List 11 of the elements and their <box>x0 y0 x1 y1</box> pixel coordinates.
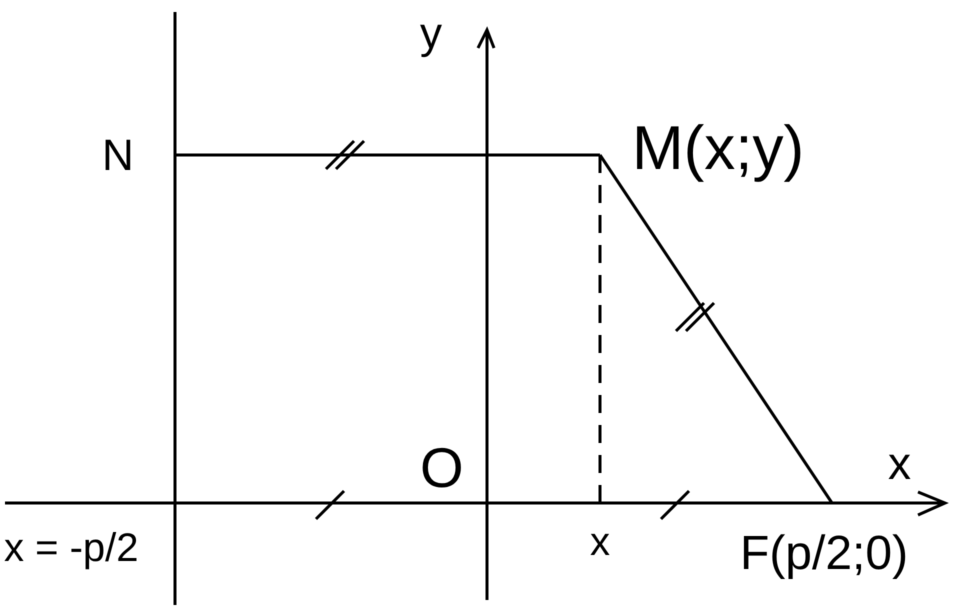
point-label: M(x;y) <box>632 118 804 180</box>
dashed-line <box>598 155 602 503</box>
line-segment <box>598 154 834 504</box>
axis-label: y <box>420 12 442 56</box>
directrix-equation: x = -p/2 <box>4 528 139 568</box>
line-segment <box>175 154 600 156</box>
point-label: F(p/2;0) <box>740 530 908 578</box>
point-label: x <box>590 522 610 562</box>
point-label: N <box>102 134 134 178</box>
origin-label: O <box>420 440 464 496</box>
axis-label: x <box>888 440 911 486</box>
